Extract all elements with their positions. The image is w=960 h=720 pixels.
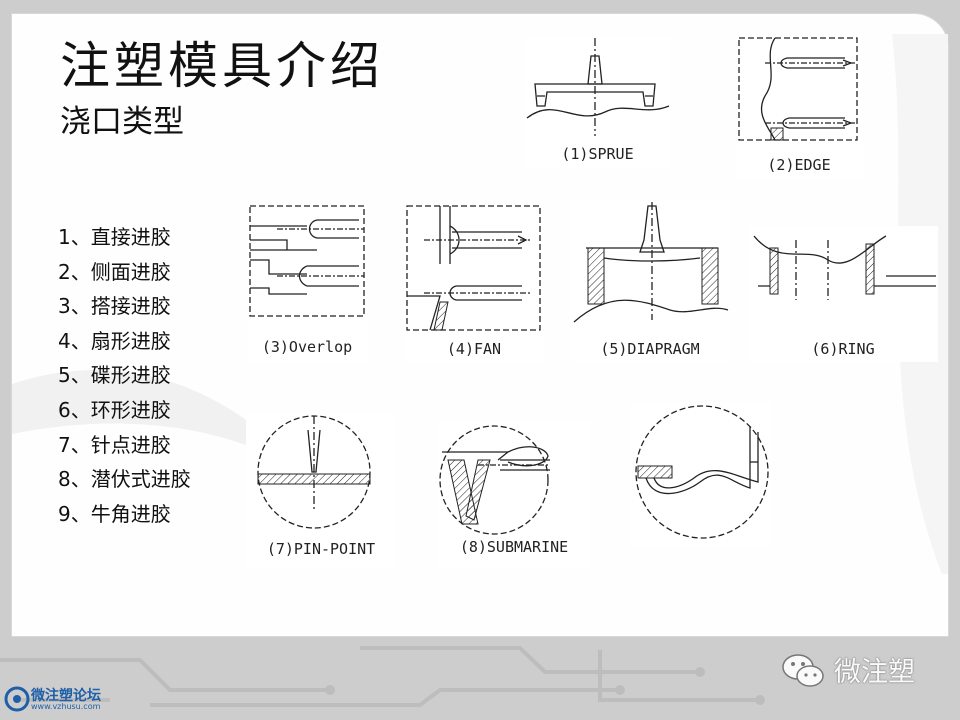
overlap-drawing — [249, 205, 365, 317]
list-item: 8、潜伏式进胶 — [58, 467, 191, 492]
list-item: 9、牛角进胶 — [58, 501, 171, 526]
wechat-watermark: 微注塑 — [778, 650, 948, 690]
forum-logo-url: www.vzhusu.com — [31, 702, 101, 711]
list-item: 3、搭接进胶 — [58, 294, 171, 319]
diagram-diapragm: (5)DIAPRAGM — [570, 200, 730, 362]
diagram-fan: (4)FAN — [404, 204, 544, 362]
diagram-ring: (6)RING — [748, 226, 938, 362]
list-item: 1、直接进胶 — [58, 225, 171, 249]
forum-logo-text: 微注塑论坛 — [31, 688, 101, 704]
caption-overlap: (3)Οverlop — [261, 338, 353, 356]
caption-ring: (6)RING — [811, 340, 875, 358]
sprue-drawing — [526, 38, 670, 136]
fan-drawing — [406, 205, 541, 331]
forum-logo-icon — [4, 686, 30, 712]
pinpoint-drawing — [257, 415, 371, 529]
wechat-icon — [782, 654, 824, 687]
caption-pinpoint: (7)PIN-POINT — [266, 540, 376, 558]
caption-edge: (2)EDGE — [767, 156, 831, 174]
list-item: 5、碟形进胶 — [58, 363, 171, 388]
diagram-overlap: (3)Οverlop — [247, 204, 367, 362]
ring-drawing — [753, 235, 936, 300]
caption-sprue: (1)SPRUE — [561, 145, 634, 163]
diagram-submarine: (8)SUBMARINE — [438, 420, 590, 568]
list-item: 2、侧面进胶 — [58, 259, 171, 284]
edge-drawing — [738, 37, 858, 141]
list-item: 4、扇形进胶 — [58, 328, 171, 353]
list-item: 7、针点进胶 — [58, 432, 171, 457]
diagram-pinpoint: (7)PIN-POINT — [246, 412, 396, 568]
slide-title: 注塑模具介绍 — [60, 37, 384, 95]
cowhorn-drawing — [635, 405, 769, 539]
caption-diapragm: (5)DIAPRAGM — [600, 340, 700, 358]
diagram-edge: (2)EDGE — [735, 36, 863, 178]
diagram-cowhorn — [630, 402, 772, 546]
slide-subtitle: 浇口类型 — [60, 104, 184, 140]
submarine-drawing — [439, 425, 550, 535]
diagram-sprue: (1)SPRUE — [525, 36, 670, 168]
caption-fan: (4)FAN — [446, 340, 502, 358]
list-item: 6、环形进胶 — [58, 397, 171, 422]
caption-submarine: (8)SUBMARINE — [459, 538, 569, 556]
forum-logo: 微注塑论坛 www.vzhusu.com — [4, 684, 134, 714]
gate-type-list: 1、直接进胶 2、侧面进胶 3、搭接进胶 4、扇形进胶 5、碟形进胶 6、环形进… — [58, 220, 191, 531]
wechat-account-name: 微注塑 — [834, 657, 915, 688]
diapragm-drawing — [573, 202, 729, 323]
